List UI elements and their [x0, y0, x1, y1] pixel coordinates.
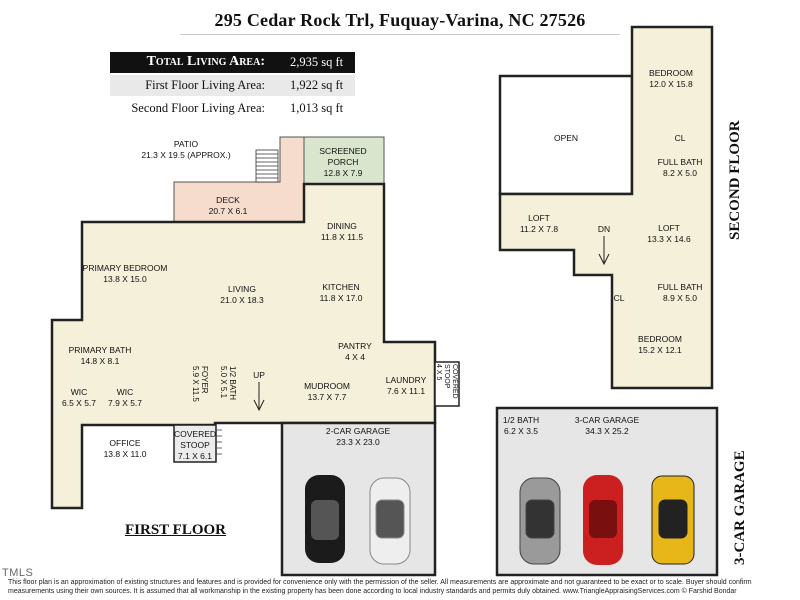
car-icon-white: [369, 477, 411, 565]
closet-label-2: CL: [613, 293, 625, 303]
area-label: Second Floor Living Area:: [131, 101, 265, 115]
closet-label-1: CL: [674, 133, 686, 143]
stoop-steps-icon: [216, 429, 222, 455]
area-value: 1,013 sq ft: [290, 101, 344, 115]
car-icon-silver: [519, 477, 561, 565]
covered-stoop-front: [173, 424, 217, 463]
stairs-up-label: UP: [253, 370, 265, 380]
patio-stairs-icon: [255, 149, 279, 183]
stairs-down-label: DN: [597, 224, 611, 234]
area-row-second-floor: Second Floor Living Area: 1,013 sq ft: [110, 98, 355, 119]
car-icon-black: [305, 475, 345, 563]
first-floor-living-area: [50, 182, 437, 510]
area-value: 2,935 sq ft: [290, 55, 344, 69]
title-divider: [180, 34, 620, 35]
area-value: 1,922 sq ft: [290, 78, 344, 92]
second-floor-title: SECOND FLOOR: [727, 120, 743, 240]
first-floor-title: FIRST FLOOR: [125, 522, 226, 538]
area-label: First Floor Living Area:: [145, 78, 265, 92]
up-stair-arrow-icon: [253, 382, 265, 412]
property-address: 295 Cedar Rock Trl, Fuquay-Varina, NC 27…: [214, 10, 586, 30]
area-row-total: Total Living Area: 2,935 sq ft: [110, 52, 355, 73]
three-car-garage-title: 3-CAR GARAGE: [732, 450, 748, 565]
mls-logo: TMLS: [2, 567, 34, 579]
car-icon-red: [583, 475, 623, 565]
screened-porch-area: [303, 136, 385, 185]
area-label: Total Living Area:: [146, 54, 265, 69]
covered-stoop-side: [434, 361, 460, 407]
area-row-first-floor: First Floor Living Area: 1,922 sq ft: [110, 75, 355, 96]
second-floor-living-area: [498, 25, 714, 390]
car-icon-yellow: [651, 475, 695, 565]
down-stair-arrow-icon: [598, 236, 610, 266]
room-open: OPEN: [553, 133, 579, 143]
disclaimer-text: This floor plan is an approximation of e…: [8, 579, 752, 595]
